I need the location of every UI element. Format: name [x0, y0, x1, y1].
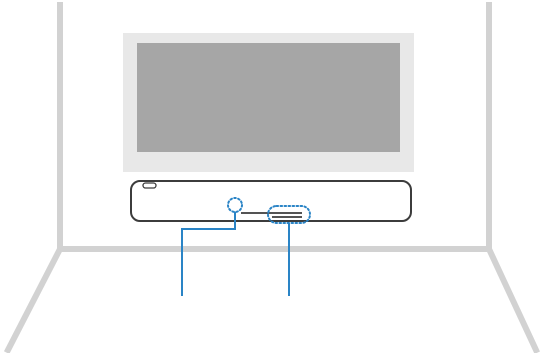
room-floor-left-edge	[3, 244, 65, 353]
room-floor-right-edge	[485, 245, 540, 353]
soundbar-body	[130, 180, 412, 222]
remote-sensor-leader-line	[181, 212, 236, 296]
front-grille	[241, 212, 302, 218]
status-indicator-icon	[142, 182, 157, 189]
wall-mounted-tv	[123, 33, 414, 172]
callouts	[181, 197, 311, 296]
tv-screen	[137, 43, 400, 152]
soundbar	[130, 180, 412, 222]
remote-sensor-marker	[227, 197, 243, 213]
room-outline	[3, 2, 540, 353]
